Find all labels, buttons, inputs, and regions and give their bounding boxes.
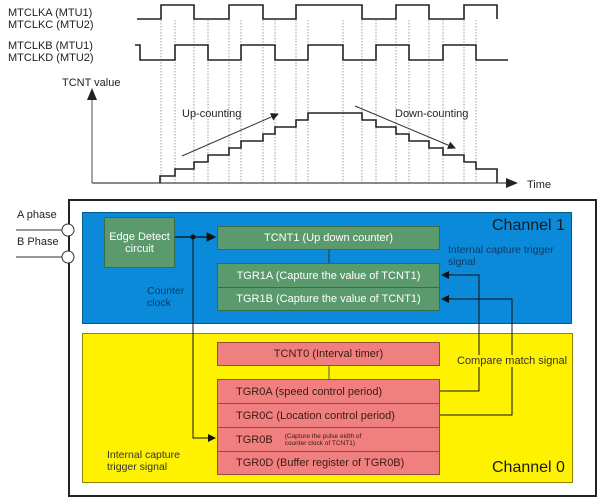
a-phase-label: A phase: [17, 209, 57, 221]
up-counting-arrow: [181, 113, 279, 157]
channel0-capture-note: Internal capture trigger signal: [107, 449, 180, 473]
tcnt-staircase: [159, 112, 498, 183]
tgr1a-block: TGR1A (Capture the value of TCNT1): [217, 263, 440, 288]
down-counting-arrow: [354, 105, 456, 149]
tcnt-axis-label: TCNT value: [62, 77, 121, 89]
tgr0b-label: TGR0B: [236, 433, 273, 446]
tgr0c-block: TGR0C (Location control period): [217, 403, 440, 428]
tgr0d-block: TGR0D (Buffer register of TGR0B): [217, 451, 440, 475]
tgr0b-block: TGR0B (Capture the pulse eidth of counte…: [217, 427, 440, 452]
signal-b-label: MTCLKB (MTU1) MTCLKD (MTU2): [8, 40, 94, 64]
mtclkb-label: MTCLKB (MTU1): [8, 40, 93, 52]
mtclkc-label: MTCLKC (MTU2): [8, 19, 94, 31]
compare-match-label: Compare match signal: [455, 355, 570, 367]
up-counting-label: Up-counting: [182, 108, 242, 120]
mtu-block-frame: [68, 199, 597, 497]
b-phase-label: B Phase: [17, 236, 59, 248]
tcnt0-block: TCNT0 (Interval timer): [217, 342, 440, 366]
signal-b-waveform: [135, 44, 508, 61]
tcnt1-block: TCNT1 (Up down counter): [217, 226, 440, 250]
channel1-capture-note: Internal capture trigger signal: [448, 244, 554, 268]
x-axis-arrow-icon: [506, 178, 518, 188]
tgr0a-block: TGR0A (speed control period): [217, 379, 440, 404]
signal-a-label: MTCLKA (MTU1) MTCLKC (MTU2): [8, 7, 94, 31]
mtclkd-label: MTCLKD (MTU2): [8, 52, 94, 64]
tgr0b-note: (Capture the pulse eidth of counter cloc…: [284, 432, 362, 447]
channel-1-title: Channel 1: [492, 217, 565, 234]
y-axis-arrow-icon: [87, 88, 97, 100]
timing-diagram: [87, 4, 518, 188]
time-axis-label: Time: [527, 179, 552, 191]
tgr1b-block: TGR1B (Capture the value of TCNT1): [217, 287, 440, 311]
signal-a-waveform: [137, 4, 498, 20]
counter-clock-label: Counter clock: [147, 285, 185, 309]
down-counting-label: Down-counting: [395, 108, 469, 120]
mtclka-label: MTCLKA (MTU1): [8, 7, 93, 19]
edge-detect-block: Edge Detect circuit: [104, 217, 175, 268]
channel-0-title: Channel 0: [492, 459, 565, 476]
